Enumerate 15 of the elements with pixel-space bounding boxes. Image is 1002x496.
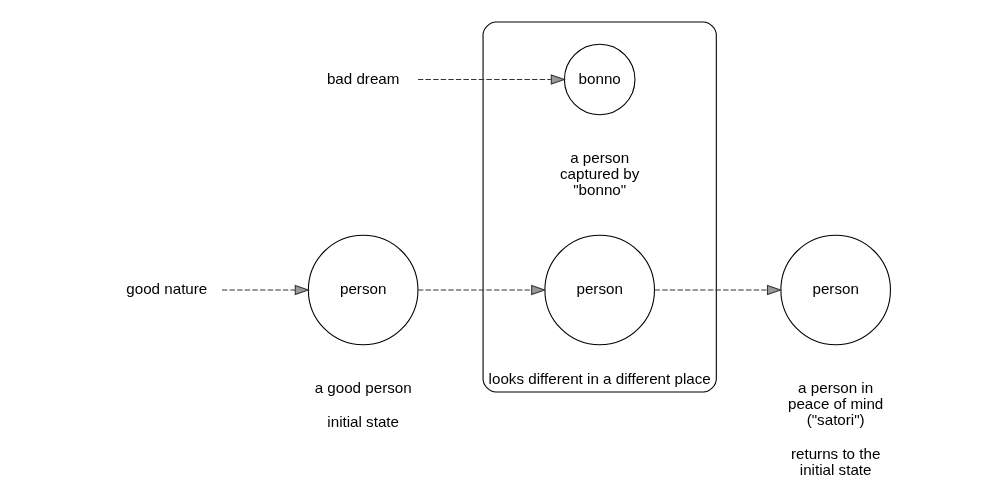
arrow bbox=[220, 284, 310, 295]
node-label: returns to the initial state bbox=[790, 444, 880, 478]
node-circle: person bbox=[543, 234, 655, 345]
arrow bbox=[416, 284, 546, 295]
node-label: a good person bbox=[314, 378, 412, 396]
node-circle: person bbox=[779, 234, 891, 345]
arrow bbox=[653, 284, 782, 295]
node-label: initial state bbox=[326, 412, 399, 430]
node-label: a person in peace of mind ("satori") bbox=[787, 378, 883, 428]
node-text: bad dream bbox=[326, 69, 399, 87]
arrow bbox=[416, 73, 566, 85]
node-label: a person captured by "bonno" bbox=[559, 148, 639, 198]
node-text: good nature bbox=[125, 279, 207, 297]
node-circle: person bbox=[307, 234, 418, 345]
node-circle: bonno bbox=[563, 43, 635, 115]
